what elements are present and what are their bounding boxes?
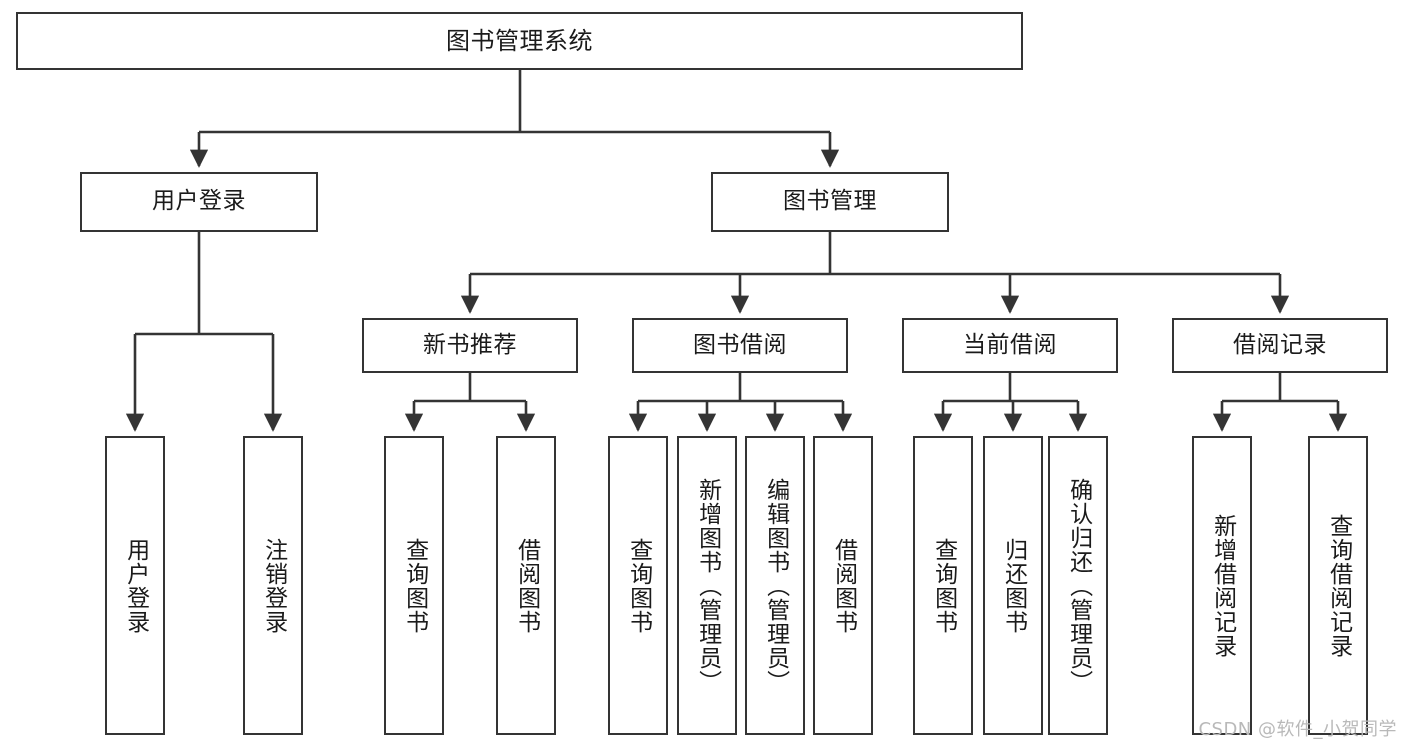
node-leaf-query-book-1[interactable]: 查询图书 [384, 436, 444, 735]
watermark-text: CSDN @软件_小贺同学 [1198, 719, 1397, 740]
node-leaf-add-book-label: 新增图书（管理员） [694, 477, 721, 694]
node-leaf-edit-book-label: 编辑图书（管理员） [762, 477, 789, 694]
node-leaf-query-book-1-label: 查询图书 [401, 537, 428, 634]
node-book-borrow-label: 图书借阅 [693, 331, 787, 358]
node-leaf-logout-label: 注销登录 [260, 537, 287, 634]
node-root-label: 图书管理系统 [446, 26, 593, 55]
node-leaf-query-record[interactable]: 查询借阅记录 [1308, 436, 1368, 735]
node-book-manage[interactable]: 图书管理 [711, 172, 949, 232]
node-user-login[interactable]: 用户登录 [80, 172, 318, 232]
node-leaf-query-book-3[interactable]: 查询图书 [913, 436, 973, 735]
node-leaf-confirm-return[interactable]: 确认归还（管理员） [1048, 436, 1108, 735]
node-root[interactable]: 图书管理系统 [16, 12, 1023, 70]
node-leaf-add-record-label: 新增借阅记录 [1209, 513, 1236, 658]
node-leaf-user-login[interactable]: 用户登录 [105, 436, 165, 735]
node-leaf-edit-book[interactable]: 编辑图书（管理员） [745, 436, 805, 735]
node-user-login-label: 用户登录 [152, 188, 246, 215]
node-leaf-return-book[interactable]: 归还图书 [983, 436, 1043, 735]
node-leaf-user-login-label: 用户登录 [122, 537, 149, 634]
node-current-borrow[interactable]: 当前借阅 [902, 318, 1118, 373]
node-borrow-record-label: 借阅记录 [1233, 331, 1327, 358]
node-leaf-borrow-book-2-label: 借阅图书 [830, 537, 857, 634]
node-leaf-confirm-return-label: 确认归还（管理员） [1065, 477, 1092, 694]
node-leaf-borrow-book-2[interactable]: 借阅图书 [813, 436, 873, 735]
node-new-book-recommend-label: 新书推荐 [423, 331, 517, 358]
node-leaf-add-book[interactable]: 新增图书（管理员） [677, 436, 737, 735]
node-leaf-logout[interactable]: 注销登录 [243, 436, 303, 735]
node-leaf-query-book-2-label: 查询图书 [625, 537, 652, 634]
node-book-borrow[interactable]: 图书借阅 [632, 318, 848, 373]
node-borrow-record[interactable]: 借阅记录 [1172, 318, 1388, 373]
node-leaf-query-record-label: 查询借阅记录 [1325, 513, 1352, 658]
node-new-book-recommend[interactable]: 新书推荐 [362, 318, 578, 373]
node-leaf-borrow-book-1-label: 借阅图书 [513, 537, 540, 634]
node-book-manage-label: 图书管理 [783, 188, 877, 215]
node-current-borrow-label: 当前借阅 [963, 331, 1057, 358]
node-leaf-query-book-2[interactable]: 查询图书 [608, 436, 668, 735]
node-leaf-borrow-book-1[interactable]: 借阅图书 [496, 436, 556, 735]
node-leaf-add-record[interactable]: 新增借阅记录 [1192, 436, 1252, 735]
node-leaf-query-book-3-label: 查询图书 [930, 537, 957, 634]
node-leaf-return-book-label: 归还图书 [1000, 537, 1027, 634]
